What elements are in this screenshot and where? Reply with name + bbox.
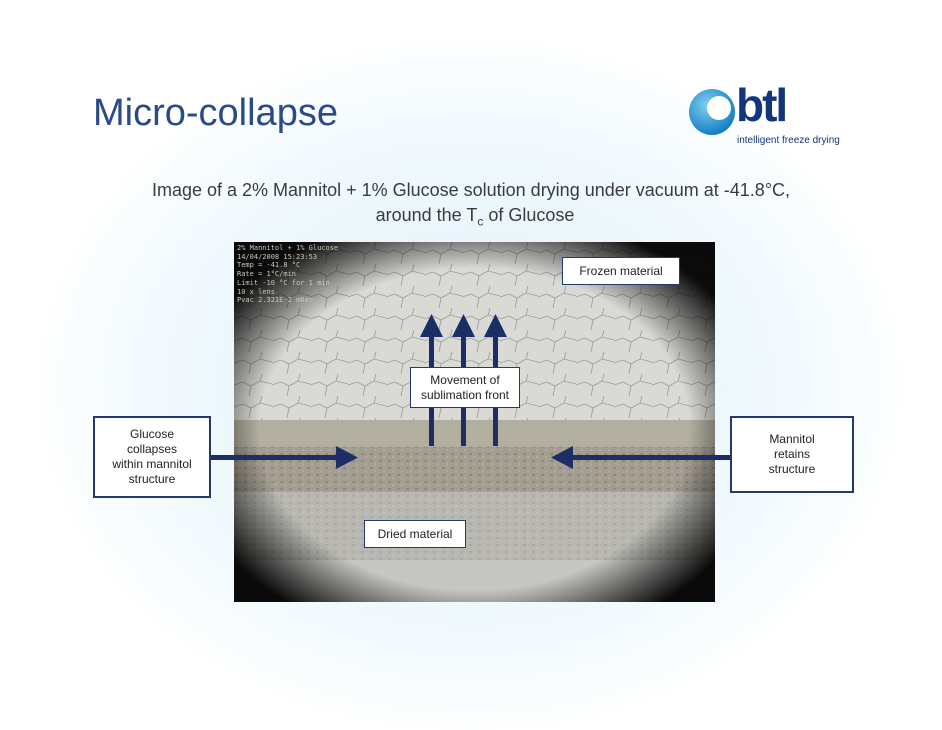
overlay-line: 2% Mannitol + 1% Glucose (237, 244, 339, 252)
btl-logo: btl intelligent freeze drying (686, 79, 846, 154)
label-frozen-text: Frozen material (579, 263, 663, 278)
label-glucose-text: Glucose collapses within mannitol struct… (112, 427, 192, 486)
slide-title: Micro-collapse (93, 92, 338, 134)
logo-circle-icon (689, 89, 735, 135)
label-mannitol-retains: Mannitol retains structure (730, 416, 854, 493)
overlay-line: Limit -10 °C for 1 min (237, 278, 330, 287)
subtitle-line-2-start: around the T (375, 205, 478, 225)
label-sublimation-front: Movement of sublimation front (410, 367, 520, 408)
overlay-line: Temp = -41.8 °C (237, 261, 301, 270)
label-dried-text: Dried material (377, 526, 453, 541)
label-movement-text: Movement of sublimation front (420, 372, 510, 402)
logo-tagline: intelligent freeze drying (737, 135, 840, 146)
subtitle-line-2-end: of Glucose (483, 205, 575, 225)
label-mannitol-text: Mannitol retains structure (768, 432, 816, 476)
overlay-line: Pvac 2.321E-2 mBar (237, 296, 313, 305)
subtitle-line-1: Image of a 2% Mannitol + 1% Glucose solu… (151, 180, 791, 200)
label-glucose-collapses: Glucose collapses within mannitol struct… (93, 416, 211, 498)
label-frozen-material: Frozen material (562, 257, 680, 285)
overlay-line: Rate = 1°C/min (237, 270, 297, 279)
logo-word: btl (736, 79, 788, 131)
overlay-line: 14/04/2008 15:23:53 (237, 252, 318, 261)
subtitle-line-2: around the Tc of Glucose (0, 203, 942, 235)
label-dried-material: Dried material (364, 520, 466, 548)
slide-subtitle: Image of a 2% Mannitol + 1% Glucose solu… (0, 178, 942, 235)
subtitle-subscript: c (477, 214, 484, 229)
overlay-line: 10 x lens (237, 287, 275, 296)
